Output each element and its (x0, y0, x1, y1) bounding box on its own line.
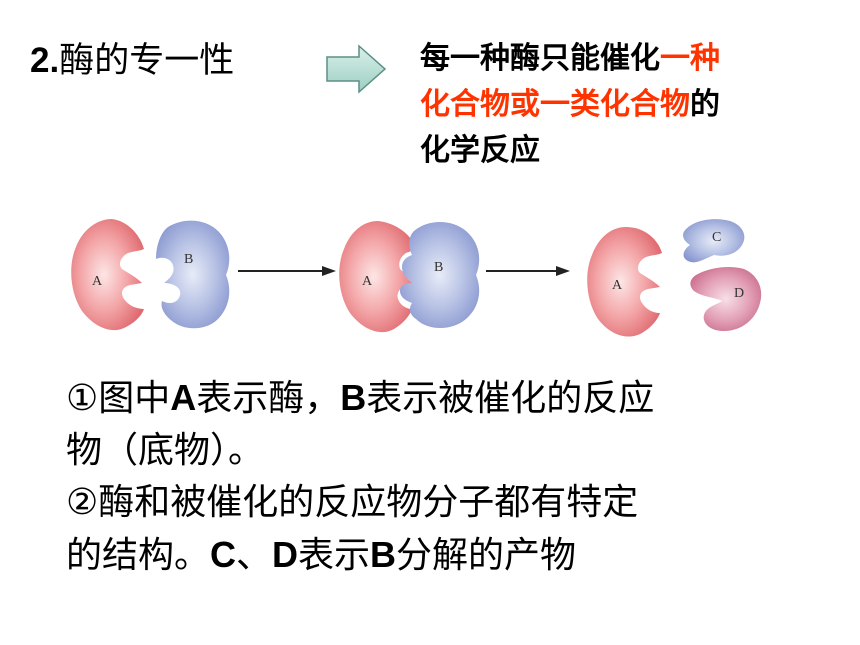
note-text: 、 (236, 535, 273, 576)
reaction-arrow-2 (486, 266, 570, 276)
diagram-label-a1: A (92, 274, 103, 289)
definition-highlight-2: 化合物或一类化合物 (420, 87, 690, 122)
substrate-b-shape-1 (156, 220, 230, 329)
specificity-definition: 每一种酶只能催化一种 化合物或一类化合物的 化学反应 (420, 36, 840, 174)
definition-highlight-1: 一种 (660, 41, 720, 76)
note-letter-a: A (170, 377, 197, 418)
note-line-3: ②酶和被催化的反应物分子都有特定 (66, 482, 639, 523)
diagram-label-d: D (734, 286, 744, 301)
diagram-label-c: C (712, 230, 721, 245)
product-c-shape (683, 219, 745, 263)
enzyme-a-shape-1 (71, 219, 144, 331)
note-letter-d: D (272, 534, 299, 575)
title-number: 2. (30, 41, 60, 80)
note-letter-b: B (340, 377, 367, 418)
diagram-label-b2: B (434, 260, 443, 275)
note-line-2: 物（底物）。 (66, 430, 265, 471)
enzyme-substrate-diagram: A B A B A C D (71, 219, 762, 337)
diagram-label-b1: B (184, 252, 193, 267)
substrate-b-shape-2 (400, 222, 480, 328)
note-text: 表示被催化的反应 (366, 378, 655, 419)
diagram-label-a3: A (612, 278, 623, 293)
enzyme-a-shape-2 (339, 221, 416, 333)
enzyme-a-shape-3 (587, 227, 662, 337)
definition-text-2: 的 (690, 87, 720, 122)
note-text: 表示酶， (196, 378, 341, 419)
note-line-1: ①图中A表示酶，B表示被催化的反应 (66, 372, 826, 425)
product-d-shape (690, 267, 762, 331)
title-text: 酶的专一性 (59, 41, 235, 81)
right-arrow-icon (326, 44, 387, 94)
diagram-label-a2: A (362, 274, 373, 289)
note-letter-b: B (370, 534, 397, 575)
definition-text-3: 化学反应 (420, 133, 540, 168)
explanation-notes: ①图中A表示酶，B表示被催化的反应 物（底物）。 ②酶和被催化的反应物分子都有特… (66, 372, 826, 582)
definition-text-1: 每一种酶只能催化 (420, 41, 660, 76)
note-text: 分解的产物 (396, 535, 577, 576)
note-text: 表示 (298, 535, 371, 576)
note-text: ①图中 (66, 378, 171, 419)
note-line-4: 的结构。C、D表示B分解的产物 (66, 529, 826, 582)
reaction-arrow-1 (238, 266, 336, 276)
note-text: 的结构。 (66, 535, 211, 576)
note-letter-c: C (210, 534, 237, 575)
slide-title: 2.酶的专一性 (30, 36, 234, 86)
